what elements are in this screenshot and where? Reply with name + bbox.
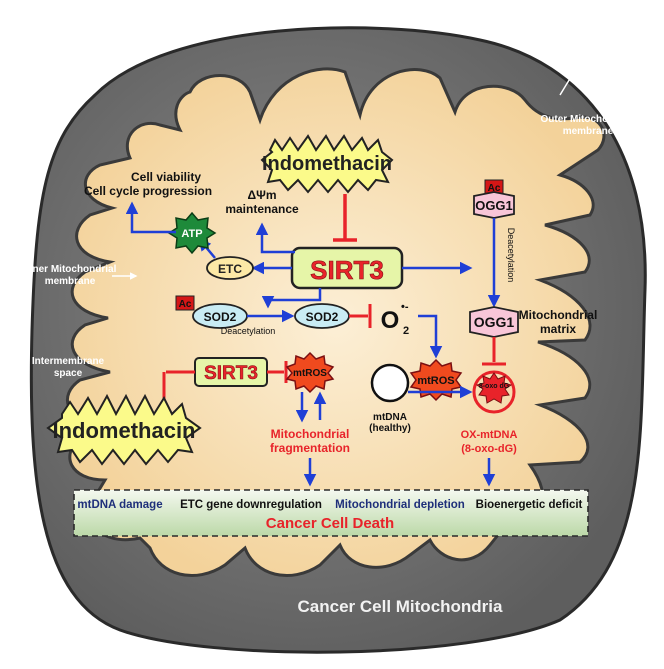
arrow-superoxide-mtros [418, 314, 443, 359]
ac-badge-sod2: Ac [179, 299, 192, 310]
outer-membrane-pointer [559, 70, 575, 96]
page-title: Cancer Cell Mitochondria [298, 597, 504, 616]
ac-badge-ogg1: Ac [488, 183, 501, 194]
outcome-item-3: Mitochondrial depletion [335, 499, 465, 511]
indomethacin-left-label: Indomethacin [52, 418, 195, 443]
sirt3-small-node: SIRT3 [194, 357, 268, 387]
sod2-ac-label: SOD2 [204, 310, 237, 324]
mtros-small-node: mtROS [285, 351, 335, 394]
outcome-box: mtDNA damage ETC gene downregulation Mit… [73, 489, 589, 537]
superoxide-subscript: 2 [403, 325, 409, 337]
dpsi-label: ΔΨm [247, 188, 276, 202]
deacetylation-label-v: Deacetylation [506, 228, 516, 283]
outcome-item-1: mtDNA damage [77, 499, 162, 511]
mito-fragmentation-sub-label: fragmentation [270, 441, 350, 455]
arrow-atp-viability [125, 201, 176, 234]
outcome-item-4: Bioenergetic deficit [476, 499, 583, 511]
sod2-label: SOD2 [306, 310, 339, 324]
mtros-mid-node: mtROS [409, 358, 463, 402]
sirt3-small-label: SIRT3 [204, 363, 258, 384]
mito-fragmentation-label: Mitochondrial [271, 427, 350, 441]
indomethacin-top-node: Indomethacin [260, 134, 394, 194]
outcome-result: Cancer Cell Death [266, 515, 394, 532]
ogg1-ac-label: OGG1 [475, 198, 513, 213]
sirt3-main-node: SIRT3 [290, 246, 404, 290]
arrow-sirt3-dpsi [255, 222, 295, 254]
dpsi-maintenance-label: maintenance [225, 202, 299, 216]
etc-node: ETC [206, 256, 254, 280]
mtros-small-label: mtROS [293, 368, 327, 379]
mtdna-healthy-node: mtDNA(healthy) [369, 363, 411, 434]
ox-mtdna-sub-label: (8-oxo-dG) [461, 443, 517, 455]
superoxide-node: O 2 •- [381, 301, 409, 337]
indomethacin-left-node: Indomethacin [46, 393, 202, 466]
atp-label: ATP [181, 228, 202, 240]
sirt3-main-label: SIRT3 [310, 255, 384, 285]
ox-mtdna-label: OX-mtDNA [461, 429, 518, 441]
oxo-dg-node: 8-oxo dG [472, 370, 516, 414]
indomethacin-top-label: Indomethacin [262, 153, 392, 175]
sod2-node: SOD2 [294, 303, 350, 329]
oxo-dg-label: 8-oxo dG [479, 383, 510, 390]
mtdna-healthy-label: mtDNA(healthy) [369, 412, 411, 434]
mtros-mid-label: mtROS [417, 375, 454, 387]
deacetylation-label-h: Deacetylation [221, 326, 276, 336]
cell-cycle-label: Cell cycle progression [84, 184, 212, 198]
outcome-item-2: ETC gene downregulation [180, 499, 322, 511]
superoxide-label: O [381, 307, 400, 334]
etc-label: ETC [218, 262, 242, 276]
ogg1-node: OGG1 [469, 306, 519, 338]
ogg1-label: OGG1 [474, 314, 515, 330]
ogg1-ac-node: Ac OGG1 [473, 179, 515, 219]
cell-viability-label: Cell viability [131, 170, 201, 184]
superoxide-superscript: •- [401, 301, 409, 313]
atp-node: ATP [167, 211, 217, 255]
arrow-sirt3-sod2 [261, 288, 322, 309]
